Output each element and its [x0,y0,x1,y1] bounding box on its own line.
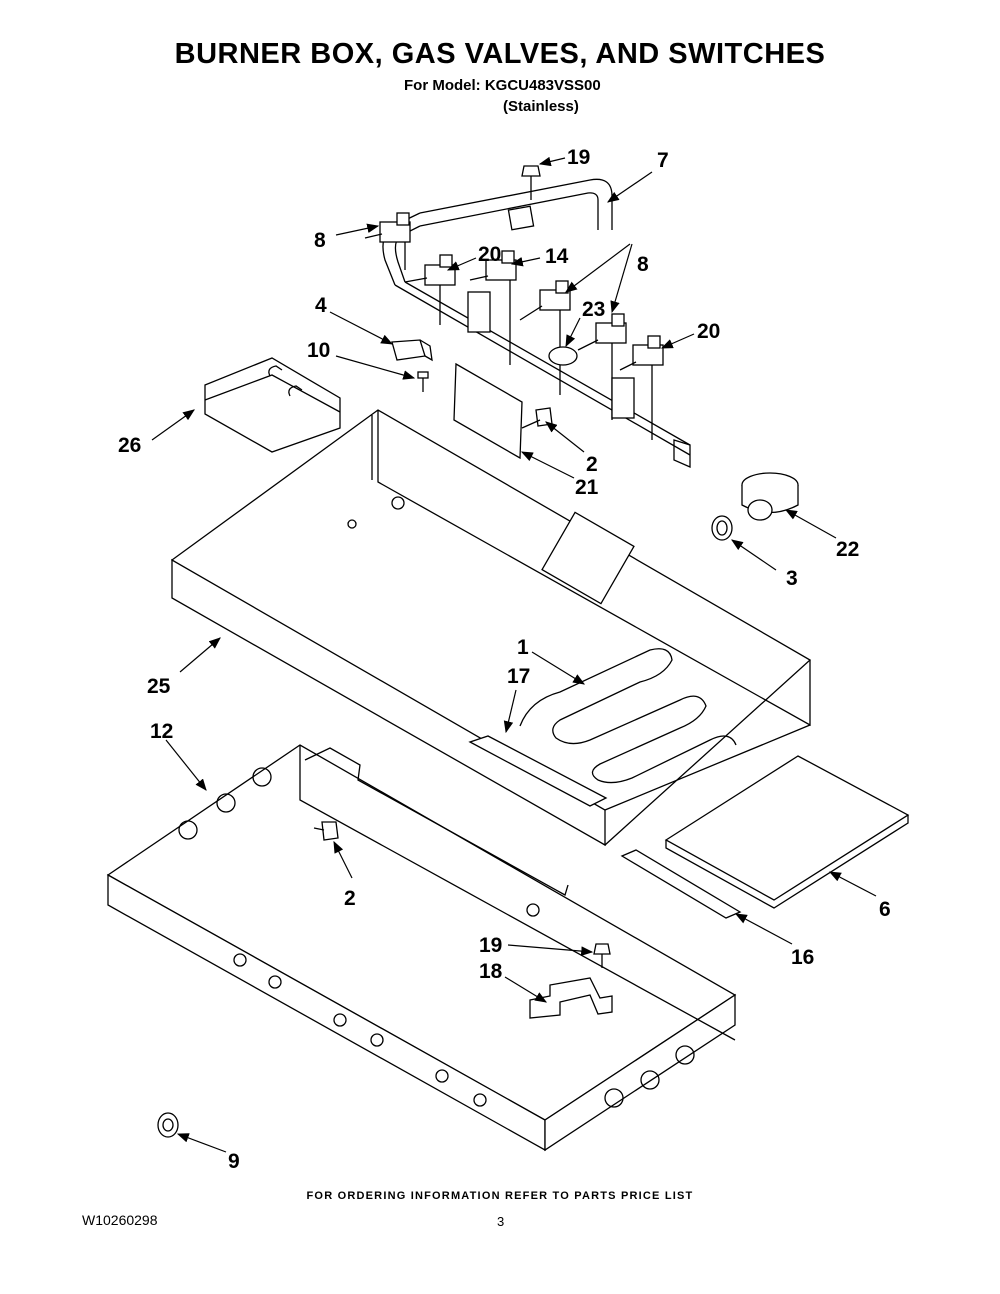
gas-valve-20-left [404,254,456,325]
gas-valve-8-left [364,212,411,270]
callout-12: 12 [150,720,173,743]
callout-19-lower: 19 [479,934,502,957]
callout-9: 9 [228,1150,240,1173]
screw-19-lower [593,943,611,968]
callout-25: 25 [147,675,171,698]
document-number: W10260298 [82,1212,158,1228]
regulator-22 [741,472,799,521]
callout-2-upper: 2 [586,453,598,476]
strip-16 [620,849,742,919]
drip-tray-17 [468,735,608,807]
screw-2-lower [313,821,339,841]
gas-valve-14 [467,250,517,365]
bracket-18 [529,977,613,1019]
callout-20-right: 20 [697,320,720,343]
callout-17: 17 [507,665,530,688]
page-title: BURNER BOX, GAS VALVES, AND SWITCHES [174,38,826,70]
ordering-note: FOR ORDERING INFORMATION REFER TO PARTS … [306,1190,694,1202]
callout-18: 18 [479,960,503,983]
heating-element-1 [519,648,737,784]
callout-19-top: 19 [567,146,590,169]
callout-20-left: 20 [478,243,501,266]
screw-2-upper [521,407,553,429]
cover-6 [664,755,910,909]
gas-valve-8-center [519,280,571,395]
callout-21: 21 [575,476,599,499]
callout-23: 23 [582,298,605,321]
callout-26: 26 [118,434,141,457]
callout-3: 3 [786,567,798,590]
callout-4: 4 [315,294,327,317]
base-pan-12 [106,744,737,1152]
nut-3 [711,515,733,541]
callout-2-lower: 2 [344,887,356,910]
screw-10 [417,371,429,392]
burner-box-25 [170,409,812,847]
gas-valve-20-right [611,335,664,440]
callout-10: 10 [307,339,330,362]
model-line: For Model: KGCU483VSS00 [404,77,601,94]
callout-22: 22 [836,538,859,561]
cover-plate-21 [453,362,523,460]
callout-7: 7 [657,149,669,172]
callout-8-right: 8 [637,253,649,276]
washer-23 [548,346,578,366]
callout-1: 1 [517,636,529,659]
screw-19-top [521,165,541,200]
callout-numbers: 19 7 8 20 14 8 23 20 4 10 26 2 21 22 3 1… [118,146,891,1173]
gas-manifold-part [382,178,691,468]
callout-14: 14 [545,245,569,268]
callout-6: 6 [879,898,891,921]
leader-lines [151,156,877,1153]
finish-label: (Stainless) [503,98,579,115]
shield-26 [204,357,341,453]
knob-9 [157,1112,179,1138]
bracket-4 [391,339,433,362]
callout-16: 16 [791,946,814,969]
page-number: 3 [497,1214,505,1229]
callout-8-left: 8 [314,229,326,252]
